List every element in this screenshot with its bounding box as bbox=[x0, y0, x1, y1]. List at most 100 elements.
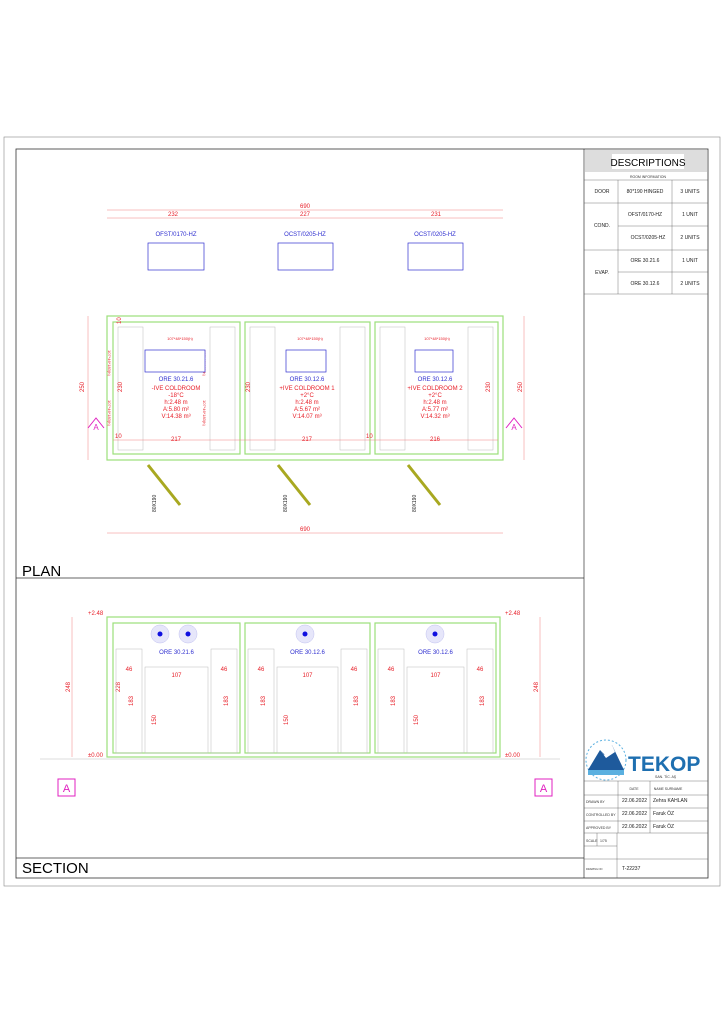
svg-text:OCST/0205-HZ: OCST/0205-HZ bbox=[284, 232, 326, 238]
svg-text:46: 46 bbox=[258, 667, 265, 673]
svg-text:231: 231 bbox=[431, 212, 442, 218]
svg-text:46: 46 bbox=[126, 667, 133, 673]
svg-text:107*46*183(h): 107*46*183(h) bbox=[107, 400, 112, 426]
svg-text:V:14.07 m³: V:14.07 m³ bbox=[292, 414, 321, 420]
svg-text:10: 10 bbox=[117, 317, 123, 324]
door-1: 80X190 bbox=[146, 464, 182, 512]
svg-text:22.06.2022: 22.06.2022 bbox=[622, 811, 647, 817]
plan-view: 690 232 227 231 OFST/0170-HZ OCST/0205-H… bbox=[80, 204, 525, 534]
svg-text:690: 690 bbox=[300, 527, 311, 533]
svg-text:1/75: 1/75 bbox=[600, 839, 607, 843]
svg-text:230: 230 bbox=[486, 381, 492, 392]
svg-text:-18°C: -18°C bbox=[168, 393, 184, 399]
title-block: TEKOP SAN. TİC. AŞ DATE NAME SURNAME DRA… bbox=[584, 739, 708, 878]
svg-text:183: 183 bbox=[480, 695, 486, 706]
svg-text:Zehra KAHLAN: Zehra KAHLAN bbox=[653, 798, 688, 804]
svg-text:183: 183 bbox=[224, 695, 230, 706]
shelf-left bbox=[377, 648, 405, 754]
svg-text:250: 250 bbox=[80, 381, 86, 392]
svg-text:107: 107 bbox=[430, 673, 441, 679]
svg-text:150: 150 bbox=[284, 714, 290, 725]
tekop-logo: TEKOP SAN. TİC. AŞ bbox=[585, 739, 700, 781]
svg-text:217: 217 bbox=[171, 437, 182, 443]
shelf-right bbox=[210, 648, 238, 754]
svg-text:+IVE COLDROOM 1: +IVE COLDROOM 1 bbox=[279, 386, 335, 392]
svg-text:Faruk ÖZ: Faruk ÖZ bbox=[653, 810, 674, 817]
svg-text:232: 232 bbox=[168, 212, 179, 218]
door-opening bbox=[406, 666, 465, 754]
svg-text:ROOM INFORMATION: ROOM INFORMATION bbox=[630, 175, 667, 179]
svg-text:10: 10 bbox=[366, 434, 373, 440]
svg-text:1 UNIT: 1 UNIT bbox=[682, 212, 698, 218]
evaporator-label: ORE 30.12.6 bbox=[418, 650, 453, 656]
svg-text:107*48*150(h): 107*48*150(h) bbox=[424, 336, 450, 341]
door-opening bbox=[276, 666, 339, 754]
svg-text:DOOR: DOOR bbox=[595, 189, 610, 195]
svg-text:OCST/0205-HZ: OCST/0205-HZ bbox=[631, 235, 666, 241]
room-3: ORE 30.12.6 +IVE COLDROOM 2 +2°C h:2.48 … bbox=[407, 349, 463, 443]
door-3: 80X190 bbox=[406, 464, 442, 512]
descriptions-table: DESCRIPTIONS ROOM INFORMATION DOOR 80*19… bbox=[584, 150, 708, 295]
svg-text:2 UNITS: 2 UNITS bbox=[680, 235, 700, 241]
svg-text:183: 183 bbox=[261, 695, 267, 706]
svg-text:EVAP.: EVAP. bbox=[595, 270, 609, 276]
shelf-left bbox=[247, 648, 275, 754]
svg-text:A:5.77 m²: A:5.77 m² bbox=[422, 407, 448, 413]
door-opening bbox=[144, 666, 209, 754]
floor-level-left: ±0.00 bbox=[88, 753, 104, 759]
svg-text:230: 230 bbox=[118, 381, 124, 392]
svg-text:216: 216 bbox=[430, 437, 441, 443]
svg-text:V:14.32 m³: V:14.32 m³ bbox=[420, 414, 449, 420]
svg-text:A: A bbox=[511, 423, 517, 432]
svg-text:+2°C: +2°C bbox=[428, 393, 442, 399]
svg-text:183: 183 bbox=[391, 695, 397, 706]
evaporator-label: ORE 30.12.6 bbox=[290, 650, 325, 656]
svg-text:A: A bbox=[93, 423, 99, 432]
svg-text:228: 228 bbox=[116, 681, 122, 692]
section-marker-a-right: A bbox=[534, 778, 553, 797]
floor-level-right: ±0.00 bbox=[505, 753, 521, 759]
svg-text:ORE 30.21.6: ORE 30.21.6 bbox=[159, 377, 194, 383]
svg-text:248: 248 bbox=[534, 681, 540, 692]
svg-text:+IVE COLDROOM 2: +IVE COLDROOM 2 bbox=[407, 386, 463, 392]
svg-text:10: 10 bbox=[115, 434, 122, 440]
svg-text:ORE 30.12.6: ORE 30.12.6 bbox=[290, 377, 325, 383]
svg-text:-IVE COLDROOM: -IVE COLDROOM bbox=[152, 386, 201, 392]
svg-text:107*48*150(h): 107*48*150(h) bbox=[167, 336, 193, 341]
svg-text:OFST/0170-HZ: OFST/0170-HZ bbox=[628, 212, 662, 218]
svg-text:ORE 30.12.6: ORE 30.12.6 bbox=[631, 281, 660, 287]
svg-text:22.06.2022: 22.06.2022 bbox=[622, 824, 647, 830]
room-1: ORE 30.21.6 -IVE COLDROOM -18°C h:2.48 m… bbox=[144, 349, 206, 443]
svg-text:230: 230 bbox=[246, 381, 252, 392]
svg-text:80X190: 80X190 bbox=[412, 495, 418, 512]
svg-text:OFST/0170-HZ: OFST/0170-HZ bbox=[155, 232, 196, 238]
svg-text:DRAWING NO: DRAWING NO bbox=[586, 868, 602, 871]
shelf-right bbox=[466, 648, 494, 754]
svg-text:COND.: COND. bbox=[594, 223, 610, 229]
svg-text:107: 107 bbox=[302, 673, 313, 679]
condenser-3: OCST/0205-HZ bbox=[407, 232, 464, 271]
svg-text:183: 183 bbox=[354, 695, 360, 706]
svg-text:107*48*150(h): 107*48*150(h) bbox=[297, 336, 323, 341]
section-label: SECTION bbox=[22, 860, 89, 877]
inner-frame bbox=[15, 148, 709, 879]
svg-text:2 UNITS: 2 UNITS bbox=[680, 281, 700, 287]
svg-text:V:14.38 m³: V:14.38 m³ bbox=[161, 414, 190, 420]
descriptions-title: DESCRIPTIONS bbox=[610, 158, 685, 169]
section-marker-right: A bbox=[505, 417, 523, 432]
svg-text:46: 46 bbox=[388, 667, 395, 673]
svg-text:46: 46 bbox=[477, 667, 484, 673]
svg-text:150: 150 bbox=[152, 714, 158, 725]
svg-text:22.06.2022: 22.06.2022 bbox=[622, 798, 647, 804]
svg-text:Faruk ÖZ: Faruk ÖZ bbox=[653, 823, 674, 830]
svg-text:1 UNIT: 1 UNIT bbox=[682, 258, 698, 264]
svg-text:A:5.67 m²: A:5.67 m² bbox=[294, 407, 320, 413]
svg-text:+2°C: +2°C bbox=[300, 393, 314, 399]
section-view: +2.48 +2.48 ±0.00 ±0.00 248 248 228 ORE … bbox=[40, 611, 560, 797]
svg-text:h:2.48 m: h:2.48 m bbox=[164, 400, 187, 406]
svg-text:A: A bbox=[540, 783, 548, 795]
